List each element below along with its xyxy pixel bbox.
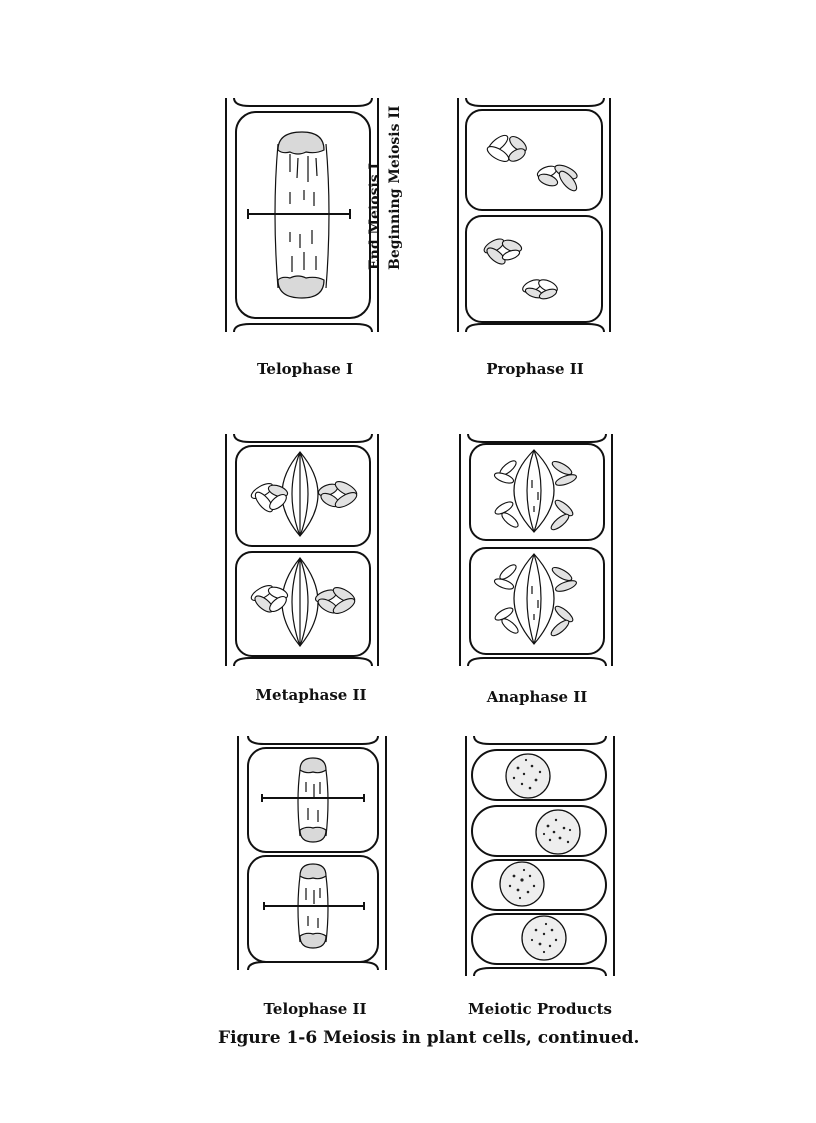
anaphase-2-label: Anaphase II <box>486 688 588 706</box>
side-note-line-2: Beginning Meiosis II <box>387 105 403 270</box>
telophase-2-label: Telophase II <box>263 1000 367 1018</box>
meiotic-products-label: Meiotic Products <box>468 1000 612 1018</box>
metaphase-2-label: Metaphase II <box>255 686 367 704</box>
metaphase-2-diagram <box>220 428 386 672</box>
telophase-1-label: Telophase I <box>256 360 354 378</box>
figure-caption: Figure 1-6 Meiosis in plant cells, conti… <box>218 1028 640 1048</box>
prophase-2-label: Prophase II <box>486 360 584 378</box>
telophase-1-diagram <box>220 92 386 338</box>
telophase-2-diagram <box>232 730 392 976</box>
side-note-line-1: End Meiosis I <box>367 162 383 270</box>
meiotic-products-diagram <box>460 730 620 980</box>
side-note: End Meiosis I Beginning Meiosis II <box>365 105 405 270</box>
anaphase-2-diagram <box>454 428 620 672</box>
prophase-2-diagram <box>452 92 618 338</box>
